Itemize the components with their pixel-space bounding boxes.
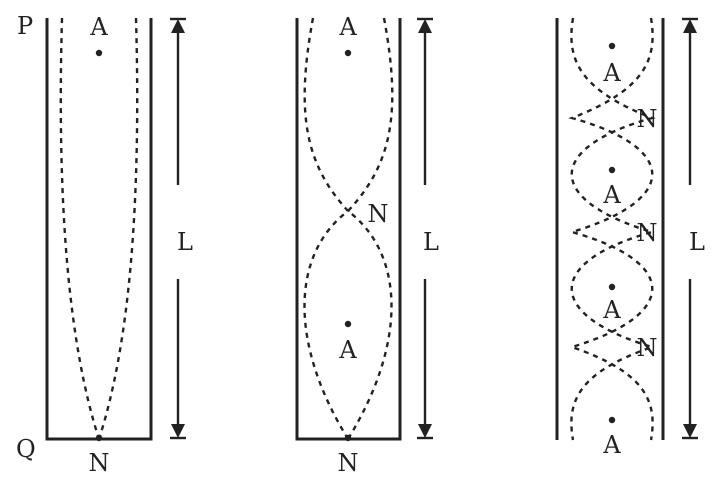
tube-1-node-label: N <box>89 449 110 477</box>
tube-2-wave-b <box>346 17 394 440</box>
tube-3-wave-a <box>570 17 657 441</box>
tube-2-length-up-arrow <box>418 19 432 33</box>
tube-3-antinode-2-label: A <box>602 181 621 209</box>
panel-2: A N A N L <box>295 13 439 477</box>
label-q: Q <box>16 435 36 463</box>
tube-2-node-bottom-label: N <box>338 449 359 477</box>
tube-1-wave-left <box>59 17 101 440</box>
tube-3-antinode-3-dot <box>608 283 616 291</box>
tube-3-antinode-2-dot <box>608 166 616 174</box>
tube-3-length-label: L <box>689 228 705 256</box>
panel-3: A N A N A N A L <box>555 17 705 459</box>
tube-2-wave-a <box>303 17 350 440</box>
tube-1-length-up-arrow <box>171 19 185 33</box>
tube-1-length-down-arrow <box>171 424 185 438</box>
tube-2-node-middle-label: N <box>368 200 389 228</box>
tube-3-antinode-1-dot <box>608 42 616 50</box>
tube-1-wave-right <box>97 17 139 440</box>
tube-1-antinode-label: A <box>89 13 108 41</box>
tube-3-node-3-label: N <box>637 334 658 362</box>
tube-2-length-down-arrow <box>418 424 432 438</box>
tube-3-antinode-3-label: A <box>602 296 621 324</box>
tube-3-antinode-4-label: A <box>602 431 621 459</box>
tube-2-node-bottom-dot <box>344 434 352 442</box>
tube-3-length-down-arrow <box>683 424 697 438</box>
tube-3-length-up-arrow <box>683 19 697 33</box>
tube-2-length-label: L <box>423 228 439 256</box>
tube-3-antinode-4-dot <box>608 416 616 424</box>
tube-3-wave-b <box>567 17 654 441</box>
tube-2-antinode-bottom-label: A <box>338 336 357 364</box>
tube-3-antinode-1-label: A <box>602 59 621 87</box>
tube-1-length-label: L <box>177 228 193 256</box>
panel-1: P Q A N L <box>16 12 193 477</box>
tube-1-antinode-dot <box>95 49 103 57</box>
tube-1-node-dot <box>95 434 103 442</box>
tube-3-node-1-label: N <box>637 105 658 133</box>
tube-2-antinode-top-label: A <box>338 13 357 41</box>
tube-3-node-2-label: N <box>637 219 658 247</box>
tube-2-antinode-bottom-dot <box>344 320 352 328</box>
tube-2-antinode-top-dot <box>344 49 352 57</box>
label-p: P <box>17 12 33 40</box>
